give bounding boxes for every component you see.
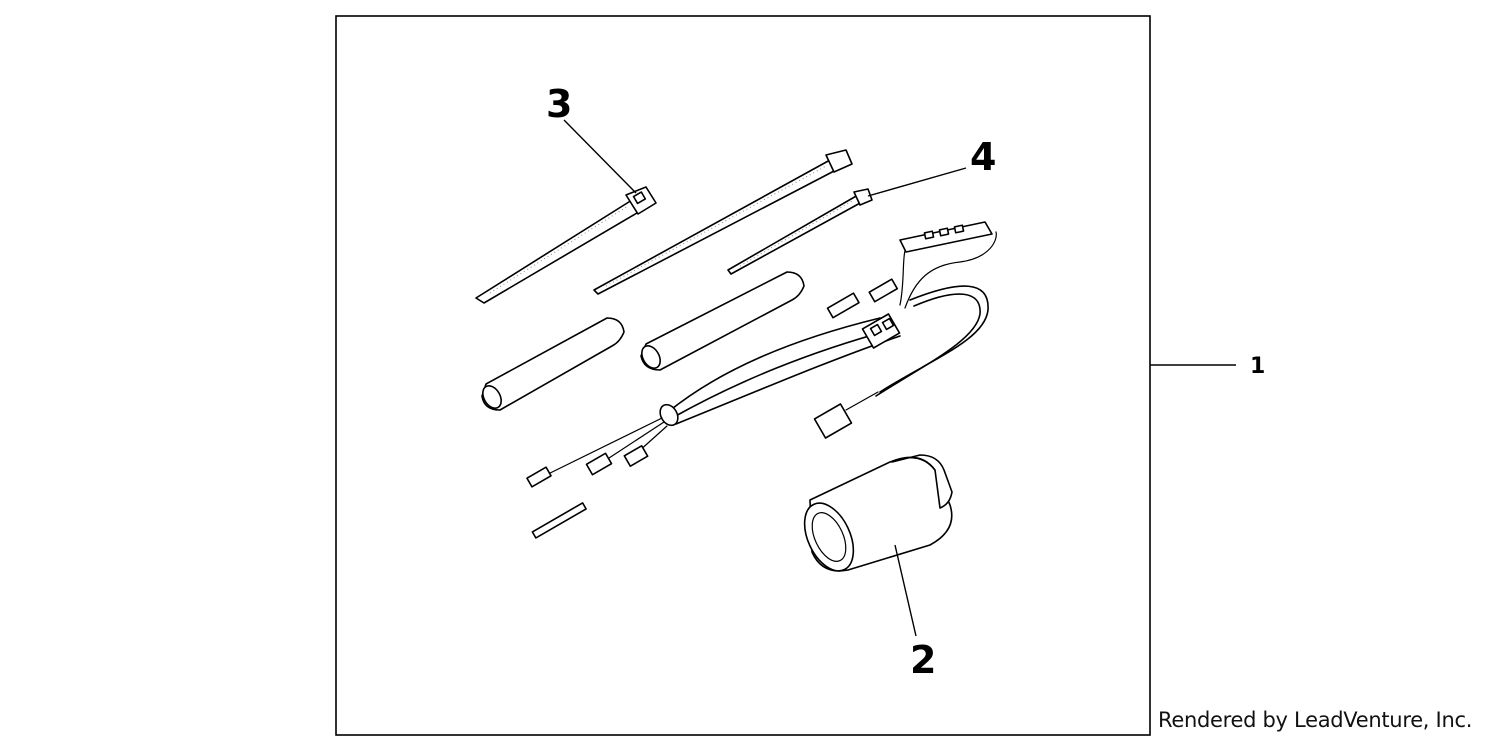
heat-shrink-tube-right[interactable] xyxy=(638,271,805,371)
leader-line-4 xyxy=(867,167,967,197)
diagram-frame xyxy=(335,15,1151,736)
cylinder-fitting[interactable] xyxy=(795,454,953,579)
callout-4: 4 xyxy=(970,135,996,179)
connector-block[interactable] xyxy=(861,313,901,349)
callout-1: 1 xyxy=(1250,354,1265,379)
cable-tie-short[interactable] xyxy=(475,186,657,304)
lower-connector[interactable] xyxy=(813,391,879,439)
leader-line-3 xyxy=(563,119,637,194)
callout-2: 2 xyxy=(910,638,936,682)
wire-harness[interactable] xyxy=(526,221,997,539)
leader-line-2 xyxy=(894,544,917,637)
cable-tie-long[interactable] xyxy=(593,149,853,295)
callout-3: 3 xyxy=(546,82,572,126)
heat-shrink-tube-left[interactable] xyxy=(479,317,625,411)
credit-text: Rendered by LeadVenture, Inc. xyxy=(1158,708,1473,732)
cable-tie-small[interactable] xyxy=(727,188,873,275)
switch-module[interactable] xyxy=(899,221,993,253)
